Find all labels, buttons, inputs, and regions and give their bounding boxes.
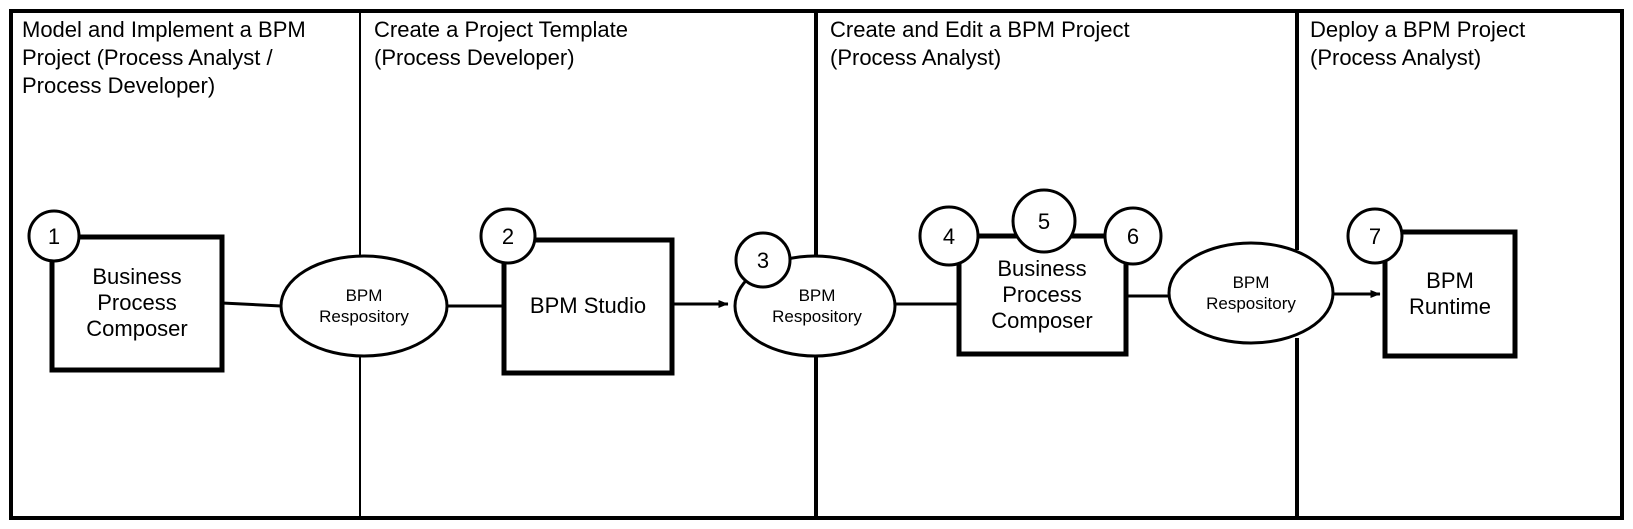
- node-bpm-runtime[interactable]: [1382, 229, 1518, 359]
- lane-title-model-implement: Model and Implement a BPM Project (Proce…: [22, 17, 306, 98]
- lane-title-create-template: Create a Project Template (Process Devel…: [374, 17, 628, 70]
- badge-4-circle[interactable]: [918, 205, 980, 267]
- connector-composer1-to-repository1: [221, 301, 282, 308]
- lane-title-create-edit: Create and Edit a BPM Project (Process A…: [830, 17, 1130, 70]
- badge-2-circle[interactable]: [479, 207, 537, 265]
- node-business-process-composer-1[interactable]: [49, 234, 225, 373]
- node-bpm-repository-1[interactable]: [279, 254, 449, 358]
- badge-1-circle[interactable]: [27, 209, 81, 263]
- badge-3-circle[interactable]: [734, 231, 792, 289]
- badge-6-circle[interactable]: [1103, 206, 1163, 266]
- node-business-process-composer-2[interactable]: [956, 233, 1129, 357]
- badge-5-circle[interactable]: [1011, 188, 1077, 254]
- lane-title-deploy: Deploy a BPM Project (Process Analyst): [1310, 17, 1526, 70]
- node-bpm-studio[interactable]: [501, 237, 675, 376]
- badge-7-circle[interactable]: [1346, 207, 1404, 265]
- node-bpm-repository-3[interactable]: [1167, 241, 1335, 345]
